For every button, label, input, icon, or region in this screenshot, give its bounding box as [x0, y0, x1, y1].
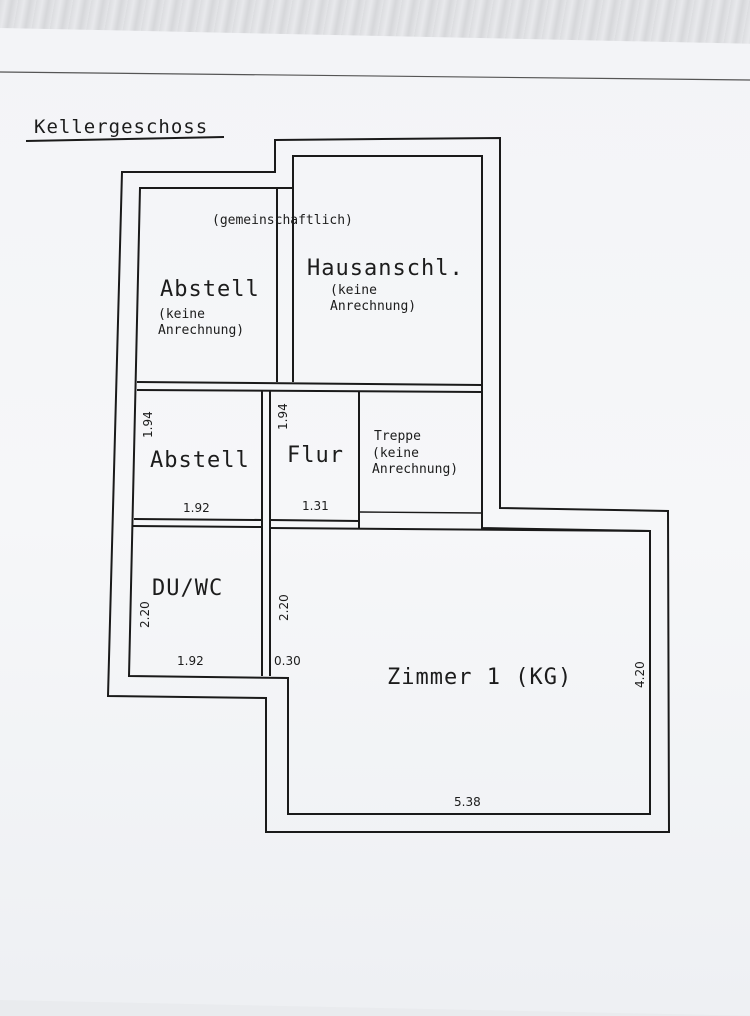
flur-name: Flur — [287, 443, 344, 468]
hausanschl-sub1: (keine — [330, 283, 377, 298]
abstell-mid-width: 1.92 — [183, 501, 210, 515]
zimmer-height: 4.20 — [633, 661, 647, 688]
zimmer-width: 5.38 — [454, 795, 481, 809]
zimmer-name: Zimmer 1 (KG) — [387, 665, 572, 690]
abstell-top-name: Abstell — [160, 277, 260, 302]
hausanschl-sub2: Anrechnung) — [330, 299, 416, 314]
hausanschl-name: Hausanschl. — [307, 256, 464, 281]
partition-horizontal-2b — [132, 525, 263, 528]
abstell-top-note: (gemeinschaftlich) — [212, 213, 353, 228]
partition-horizontal-2a — [133, 518, 263, 521]
abstell-mid-height: 1.94 — [141, 411, 155, 438]
partition-horizontal-2c — [269, 519, 360, 522]
flur-width: 1.31 — [302, 499, 329, 513]
partition-horizontal-2d — [269, 527, 651, 532]
treppe-sub1: (keine — [372, 446, 419, 461]
abstell-top-sub1: (keine — [158, 307, 205, 322]
abstell-mid-name: Abstell — [150, 448, 250, 473]
plan-title: Kellergeschoss — [34, 116, 208, 138]
zimmer-height-left: 2.20 — [277, 594, 291, 621]
flur-height: 1.94 — [276, 403, 290, 430]
duwc-name: DU/WC — [152, 576, 223, 601]
inner-wall — [127, 155, 651, 815]
treppe-name: Treppe — [374, 429, 421, 444]
treppe-sub2: Anrechnung) — [372, 462, 458, 477]
partition-horizontal-1a — [136, 381, 483, 386]
duwc-height: 2.20 — [138, 601, 152, 628]
title-underline — [25, 136, 225, 142]
abstell-top-sub2: Anrechnung) — [158, 323, 244, 338]
duwc-width: 1.92 — [177, 654, 204, 668]
partition-horizontal-1b — [136, 389, 483, 393]
outer-wall — [106, 136, 671, 833]
treppe-edge — [358, 511, 483, 514]
zimmer-corner-dim: 0.30 — [274, 654, 301, 668]
sheet-top-line — [0, 71, 750, 81]
